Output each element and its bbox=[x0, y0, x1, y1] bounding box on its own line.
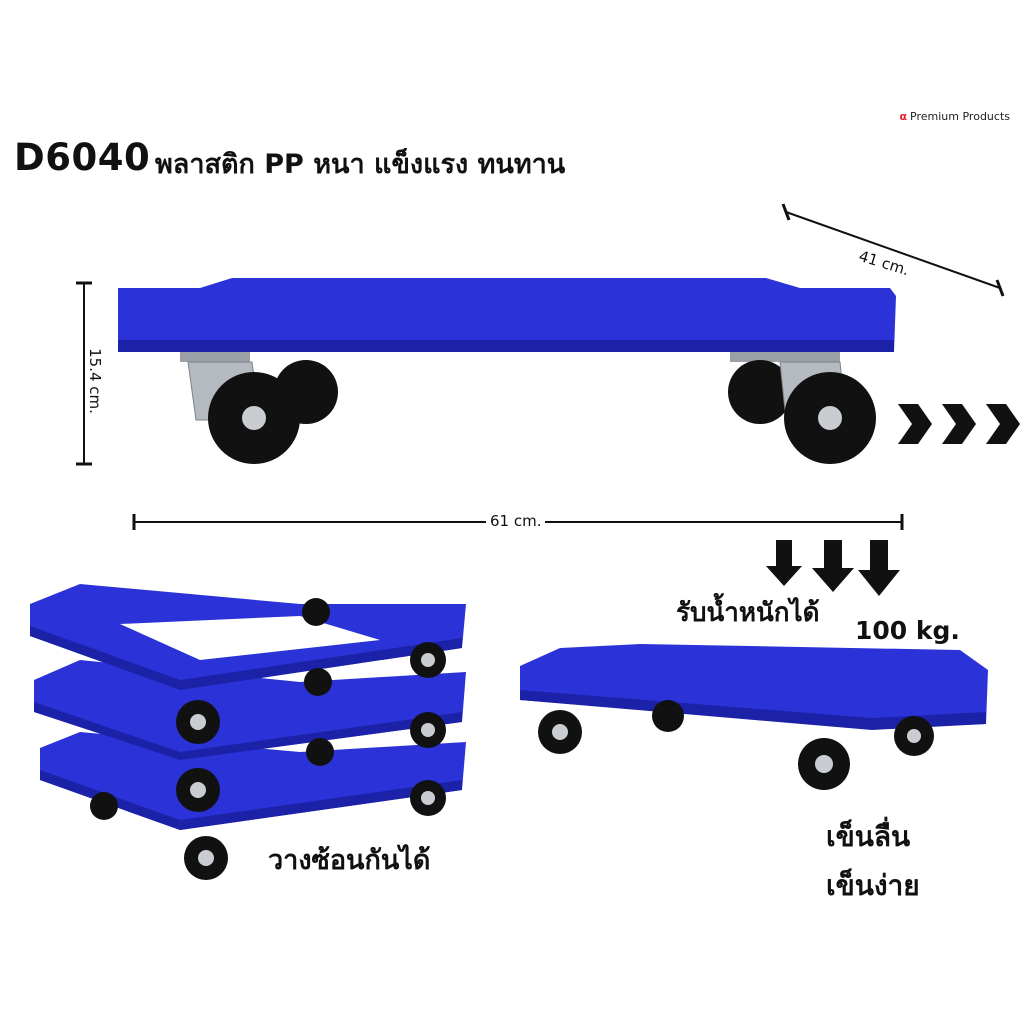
push-smooth-label: เข็นลื่น bbox=[826, 820, 911, 853]
product-description: พลาสติก PP หนา แข็งแรง ทนทาน bbox=[155, 149, 566, 180]
stackable-label: วางซ้อนกันได้ bbox=[268, 845, 431, 876]
brand-name: Premium Products bbox=[910, 110, 1010, 123]
length-label: 61 cm. bbox=[486, 512, 546, 530]
motion-chevrons-icon bbox=[898, 404, 1020, 444]
brand-mark: α bbox=[899, 110, 908, 123]
stacked-dollies bbox=[30, 584, 466, 880]
model-code: D6040 bbox=[14, 136, 151, 179]
push-easy-label: เข็นง่าย bbox=[826, 869, 920, 902]
load-capacity-label: รับน้ำหนักได้ bbox=[676, 598, 820, 628]
height-label: 15.4 cm. bbox=[85, 348, 104, 414]
depth-dimension-line bbox=[781, 203, 1005, 297]
load-capacity-value: 100 kg. bbox=[855, 616, 960, 645]
down-arrow-icon bbox=[766, 540, 900, 596]
perspective-dolly bbox=[520, 644, 988, 790]
height-dimension-line bbox=[76, 281, 92, 466]
side-view-dolly bbox=[118, 278, 896, 464]
